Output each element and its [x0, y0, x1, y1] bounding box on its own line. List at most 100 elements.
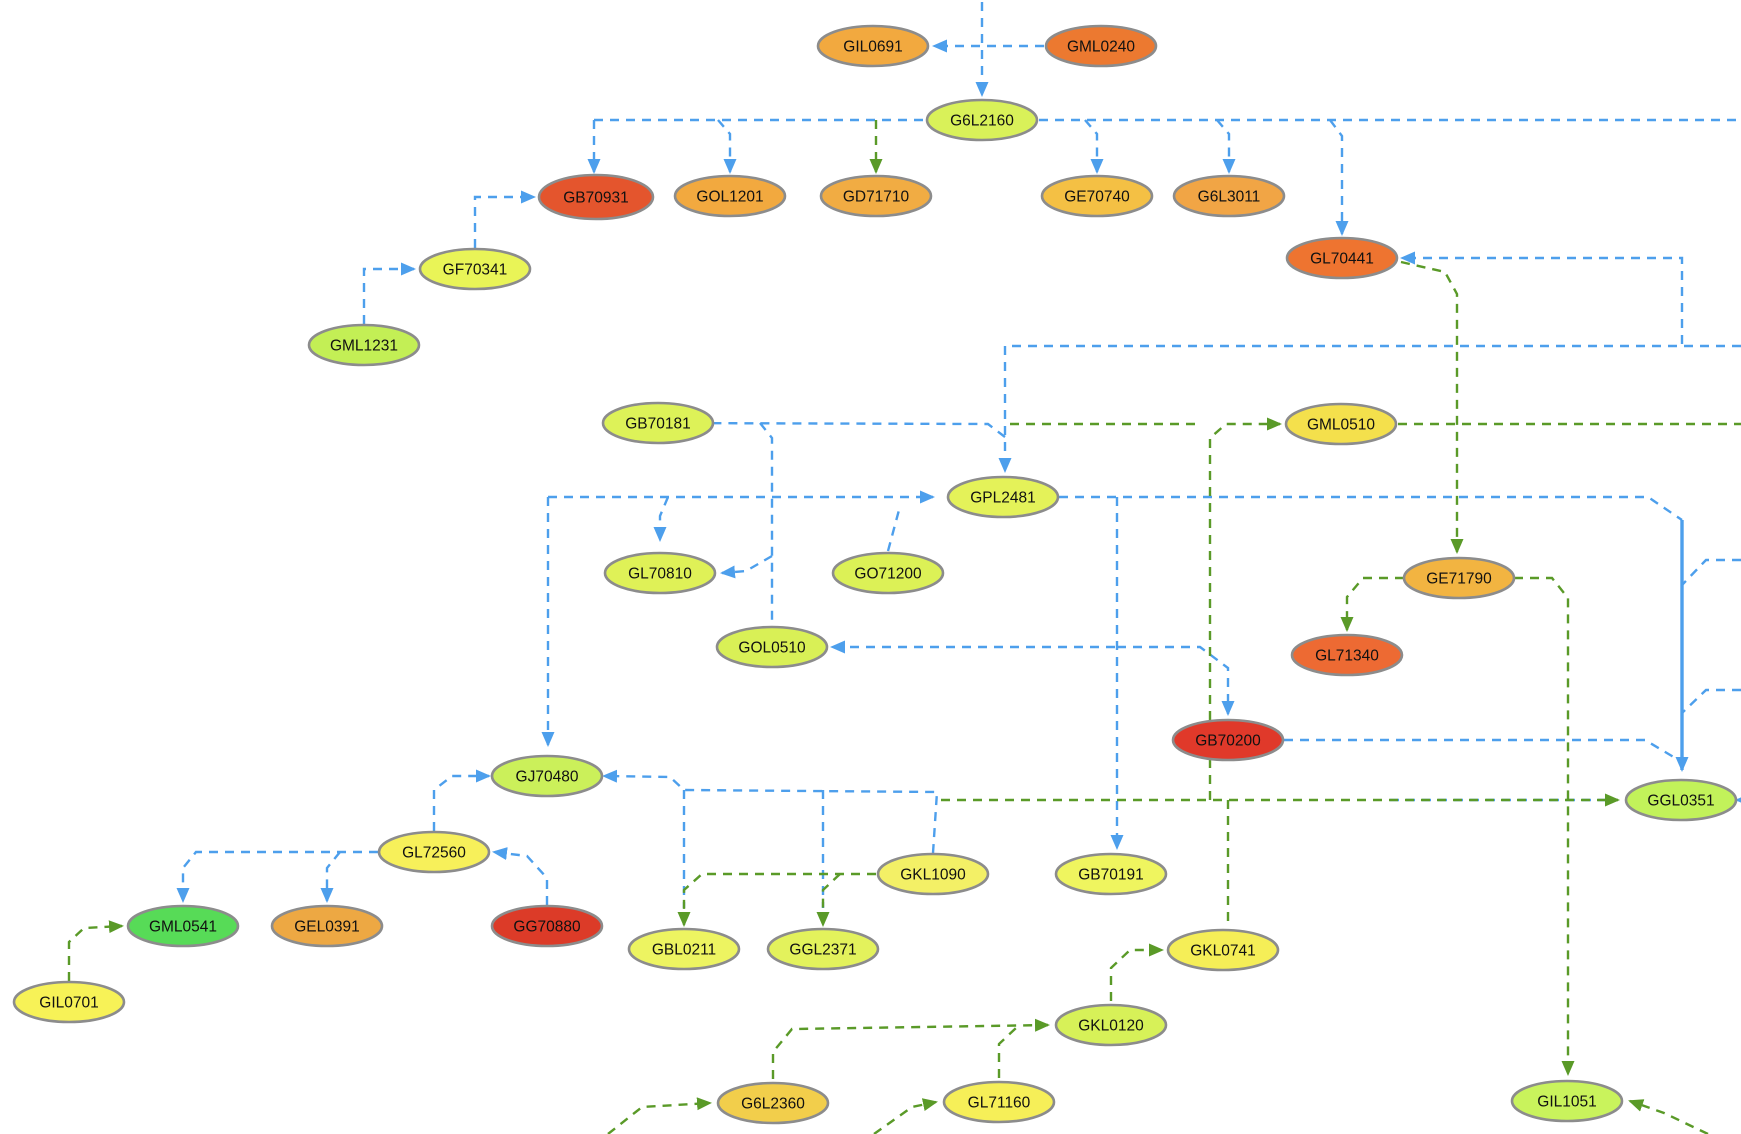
node-GML0541[interactable]: GML0541 — [126, 904, 240, 948]
node-GE71790[interactable]: GE71790 — [1402, 556, 1516, 600]
node-shape-GB70191[interactable] — [1054, 852, 1168, 896]
node-shape-GD71710[interactable] — [819, 174, 933, 218]
node-label-GL72560: GL72560 — [402, 845, 466, 862]
node-label-GJ70480: GJ70480 — [516, 769, 579, 786]
node-shape-GL72560[interactable] — [377, 830, 491, 874]
node-GD71710[interactable]: GD71710 — [819, 174, 933, 218]
node-GBL0211[interactable]: GBL0211 — [627, 927, 741, 971]
node-label-GB70181: GB70181 — [625, 416, 691, 433]
node-shape-GML0510[interactable] — [1284, 402, 1398, 446]
node-shape-GGL2371[interactable] — [766, 927, 880, 971]
node-label-GB70200: GB70200 — [1195, 733, 1261, 750]
node-shape-GOL0510[interactable] — [715, 625, 829, 669]
node-GE70740[interactable]: GE70740 — [1040, 174, 1154, 218]
node-GML1231[interactable]: GML1231 — [307, 323, 421, 367]
node-GGL2371[interactable]: GGL2371 — [766, 927, 880, 971]
node-shape-G6L3011[interactable] — [1172, 174, 1286, 218]
node-G6L3011[interactable]: G6L3011 — [1172, 174, 1286, 218]
node-shape-GGL0351[interactable] — [1624, 778, 1738, 822]
node-GL71160[interactable]: GL71160 — [942, 1080, 1056, 1124]
node-shape-GIL1051[interactable] — [1510, 1079, 1624, 1123]
node-GPL2481[interactable]: GPL2481 — [946, 475, 1060, 519]
node-GIL0701[interactable]: GIL0701 — [12, 980, 126, 1024]
node-shape-GOL1201[interactable] — [673, 174, 787, 218]
node-GL72560[interactable]: GL72560 — [377, 830, 491, 874]
node-label-GML1231: GML1231 — [330, 338, 398, 355]
edge-green-42 — [1208, 417, 1282, 800]
node-shape-GB70181[interactable] — [601, 401, 715, 445]
node-shape-GBL0211[interactable] — [627, 927, 741, 971]
node-GIL1051[interactable]: GIL1051 — [1510, 1079, 1624, 1123]
node-GB70181[interactable]: GB70181 — [601, 401, 715, 445]
node-G6L2360[interactable]: G6L2360 — [716, 1081, 830, 1125]
node-shape-GB70200[interactable] — [1171, 718, 1285, 762]
node-GL70441[interactable]: GL70441 — [1285, 236, 1399, 280]
node-shape-GF70341[interactable] — [418, 247, 532, 291]
node-shape-GPL2481[interactable] — [946, 475, 1060, 519]
node-label-GOL1201: GOL1201 — [696, 189, 763, 206]
node-label-GL70441: GL70441 — [1310, 251, 1374, 268]
node-label-GKL0120: GKL0120 — [1078, 1018, 1144, 1035]
node-shape-GML1231[interactable] — [307, 323, 421, 367]
edge-blue-11 — [1400, 251, 1684, 344]
node-label-GD71710: GD71710 — [843, 189, 910, 206]
node-shape-GKL0120[interactable] — [1054, 1003, 1168, 1047]
node-GIL0691[interactable]: GIL0691 — [816, 24, 930, 68]
node-GJ70480[interactable]: GJ70480 — [490, 754, 604, 798]
node-label-GIL0701: GIL0701 — [39, 995, 98, 1012]
node-GOL0510[interactable]: GOL0510 — [715, 625, 829, 669]
node-shape-GIL0701[interactable] — [12, 980, 126, 1024]
node-shape-GEL0391[interactable] — [270, 904, 384, 948]
node-GL71340[interactable]: GL71340 — [1290, 633, 1404, 677]
node-GOL1201[interactable]: GOL1201 — [673, 174, 787, 218]
node-label-G6L2360: G6L2360 — [741, 1096, 805, 1113]
node-GG70880[interactable]: GG70880 — [490, 904, 604, 948]
node-shape-GJ70480[interactable] — [490, 754, 604, 798]
node-GB70931[interactable]: GB70931 — [537, 173, 655, 221]
node-GKL0120[interactable]: GKL0120 — [1054, 1003, 1168, 1047]
node-GML0240[interactable]: GML0240 — [1044, 24, 1158, 68]
node-shape-GKL0741[interactable] — [1166, 928, 1280, 972]
node-GB70191[interactable]: GB70191 — [1054, 852, 1168, 896]
node-shape-GIL0691[interactable] — [816, 24, 930, 68]
node-shape-GE70740[interactable] — [1040, 174, 1154, 218]
edge-blue-6 — [1084, 119, 1104, 174]
node-shape-GE71790[interactable] — [1402, 556, 1516, 600]
node-shape-GG70880[interactable] — [490, 904, 604, 948]
node-label-GEL0391: GEL0391 — [294, 919, 360, 936]
node-shape-GL70441[interactable] — [1285, 236, 1399, 280]
node-GB70200[interactable]: GB70200 — [1171, 718, 1285, 762]
edge-green-53 — [873, 1098, 938, 1134]
node-shape-GL71340[interactable] — [1290, 633, 1404, 677]
node-label-GPL2481: GPL2481 — [970, 490, 1036, 507]
edge-green-39 — [1340, 576, 1404, 632]
node-shape-GB70931[interactable] — [537, 173, 655, 221]
edge-blue-10 — [362, 262, 416, 324]
node-label-GB70931: GB70931 — [563, 190, 629, 207]
node-shape-GL70810[interactable] — [603, 551, 717, 595]
node-GEL0391[interactable]: GEL0391 — [270, 904, 384, 948]
node-label-GML0541: GML0541 — [149, 919, 217, 936]
node-G6L2160[interactable]: G6L2160 — [925, 98, 1039, 142]
node-shape-GML0240[interactable] — [1044, 24, 1158, 68]
node-label-GGL2371: GGL2371 — [789, 942, 856, 959]
node-shape-G6L2360[interactable] — [716, 1081, 830, 1125]
node-GO71200[interactable]: GO71200 — [831, 551, 945, 595]
node-shape-GL71160[interactable] — [942, 1080, 1056, 1124]
node-shape-GO71200[interactable] — [831, 551, 945, 595]
node-GGL0351[interactable]: GGL0351 — [1624, 778, 1738, 822]
edge-blue-18 — [886, 509, 901, 552]
node-shape-GKL1090[interactable] — [876, 852, 990, 896]
node-GKL0741[interactable]: GKL0741 — [1166, 928, 1280, 972]
edge-green-38 — [1400, 260, 1464, 554]
node-GML0510[interactable]: GML0510 — [1284, 402, 1398, 446]
edge-green-48 — [67, 920, 124, 981]
node-shape-G6L2160[interactable] — [925, 98, 1039, 142]
node-GL70810[interactable]: GL70810 — [603, 551, 717, 595]
node-GKL1090[interactable]: GKL1090 — [876, 852, 990, 896]
node-shape-GML0541[interactable] — [126, 904, 240, 948]
edge-blue-12 — [998, 344, 1741, 473]
node-GF70341[interactable]: GF70341 — [418, 247, 532, 291]
